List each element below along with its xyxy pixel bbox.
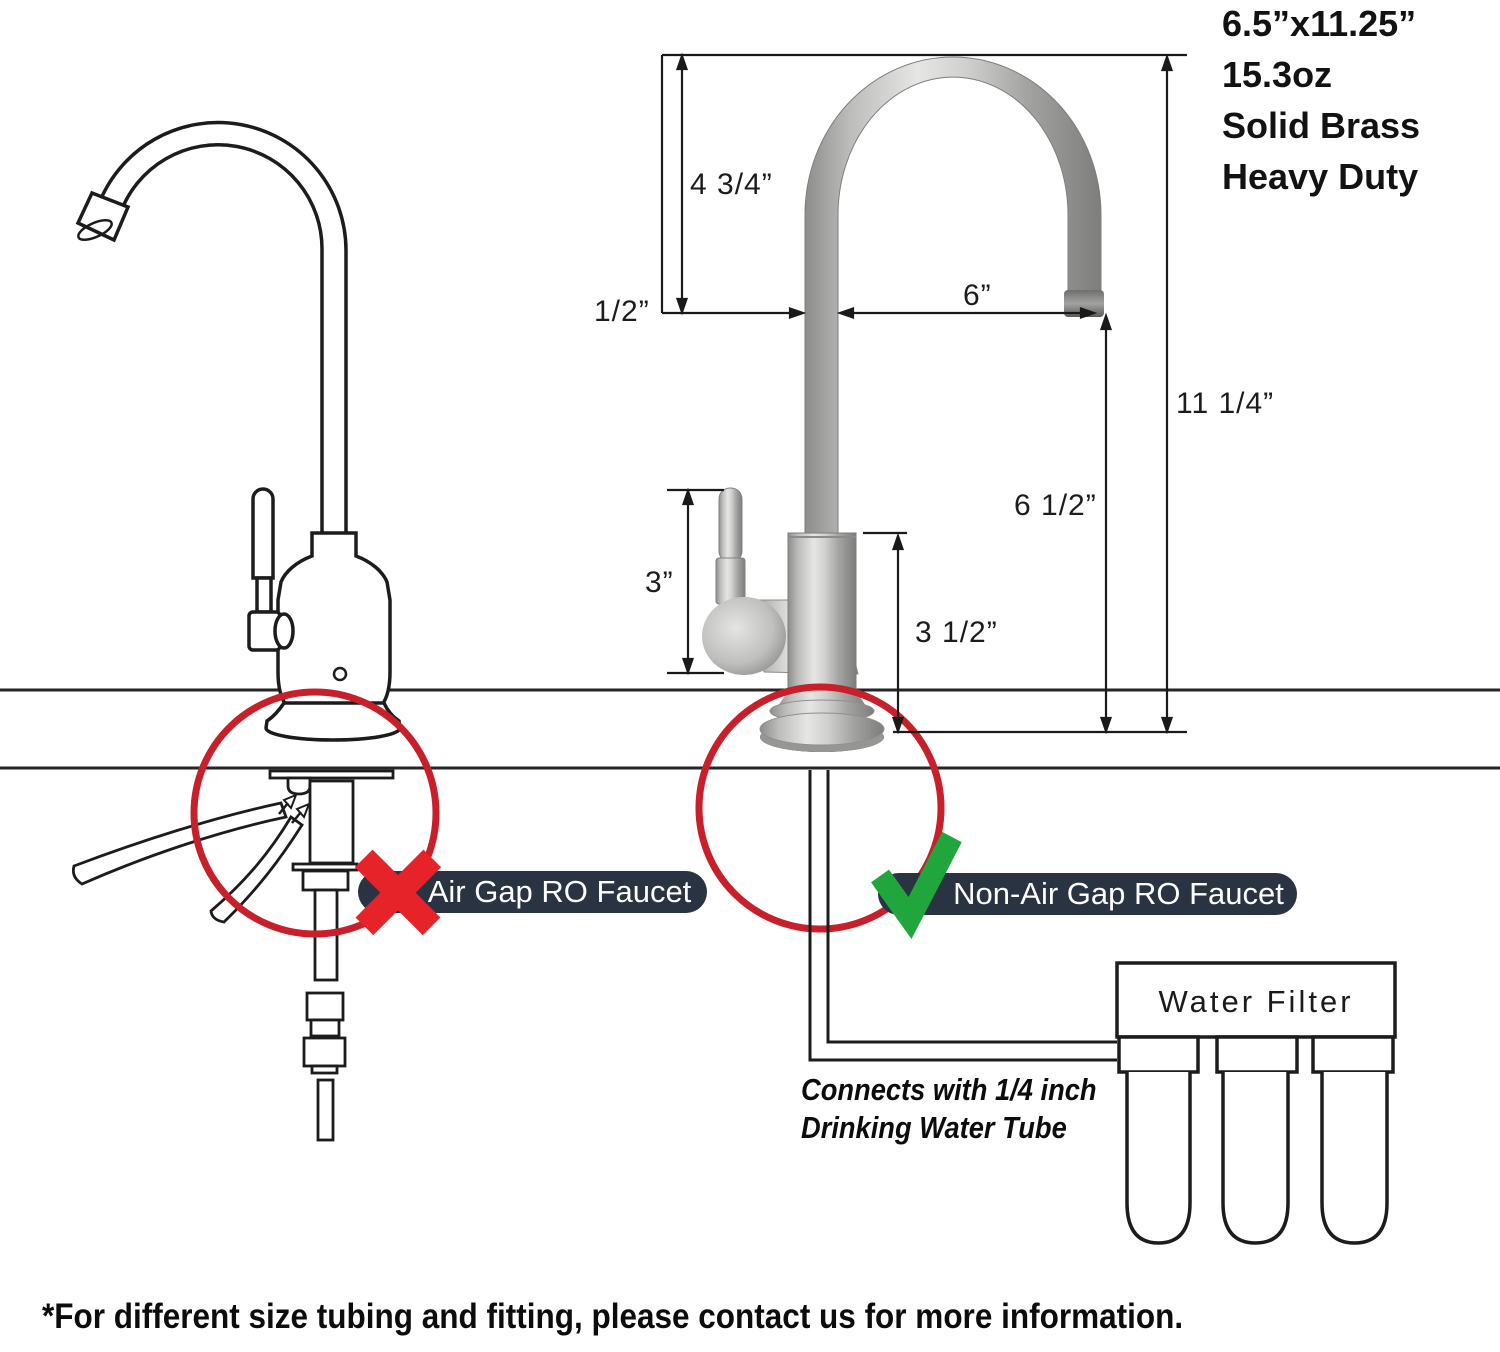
footnote: *For different size tubing and fitting, … <box>42 1297 1184 1336</box>
cross-icon <box>354 849 442 936</box>
dimension-label-spout-reach: 6” <box>963 279 992 312</box>
tube-note-line2: Drinking Water Tube <box>801 1110 1067 1145</box>
dimension-label-overall-height: 11 1/4” <box>1176 387 1275 420</box>
countertop-lines <box>0 688 1500 770</box>
highlight-circle-right <box>695 683 945 933</box>
spec-size: 6.5”x11.25” <box>1222 3 1417 44</box>
tube-note: Connects with 1/4 inch Drinking Water Tu… <box>801 1071 1097 1147</box>
non-air-gap-banner: Non-Air Gap RO Faucet <box>878 873 1297 915</box>
highlight-circle-left <box>190 688 440 938</box>
water-filter-diagram <box>1115 961 1397 1245</box>
dimension-label-body-height: 3 1/2” <box>915 616 998 649</box>
non-air-gap-faucet-photo <box>702 56 1104 752</box>
air-gap-banner: Air Gap RO Faucet <box>358 871 707 913</box>
spec-weight: 15.3oz <box>1222 54 1333 95</box>
water-filter-label: Water Filter <box>1158 984 1354 1019</box>
air-gap-assembly-drawing <box>71 769 395 1142</box>
air-gap-faucet-drawing <box>75 120 402 742</box>
spec-material: Solid Brass <box>1222 105 1421 146</box>
tube-note-line1: Connects with 1/4 inch <box>801 1072 1097 1107</box>
dimension-label-spout-offset: 1/2” <box>594 295 650 328</box>
spec-grade: Heavy Duty <box>1222 156 1419 197</box>
drinking-water-tube <box>808 770 1117 1062</box>
dimension-lines <box>660 52 1187 735</box>
dimension-label-handle-height: 3” <box>645 566 674 599</box>
dimension-label-spout-arc-height: 4 3/4” <box>690 168 773 201</box>
spec-block: 6.5”x11.25” 15.3oz Solid Brass Heavy Dut… <box>1222 0 1420 202</box>
dimension-label-spout-clearance: 6 1/2” <box>1014 489 1097 522</box>
check-icon <box>871 831 962 939</box>
